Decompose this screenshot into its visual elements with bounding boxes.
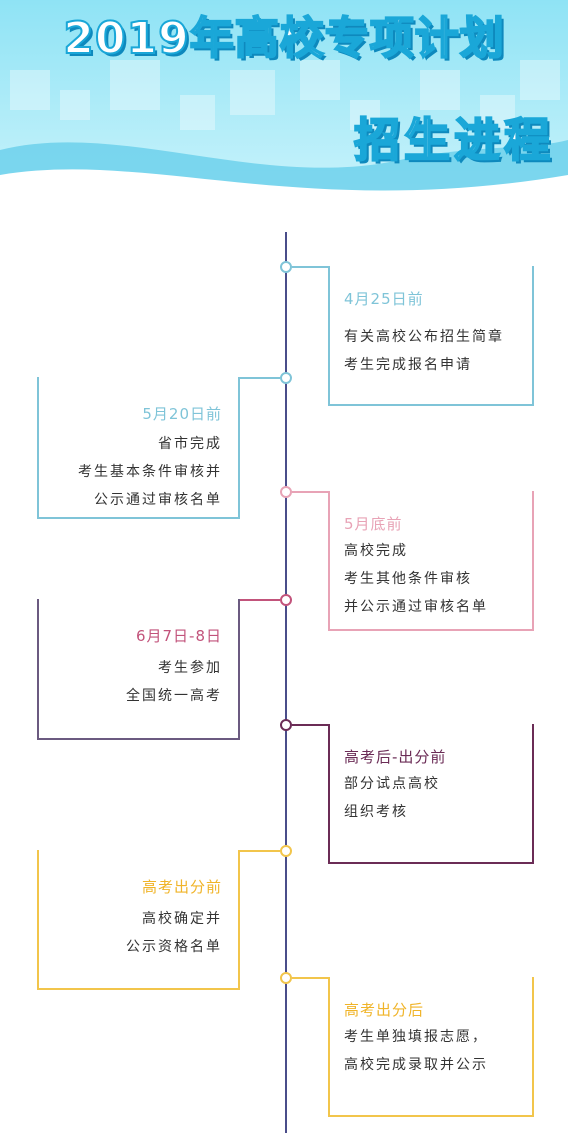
timeline-text: 考生单独填报志愿， xyxy=(344,1029,488,1045)
timeline-card: 6月7日-8日 考生参加 全国统一高考 xyxy=(37,599,240,740)
timeline-card: 5月底前 高校完成 考生其他条件审核 并公示通过审核名单 xyxy=(328,491,534,631)
timeline-node xyxy=(280,372,292,384)
timeline-text: 全国统一高考 xyxy=(126,688,222,704)
header-banner: 2019年高校专项计划 招生进程 xyxy=(0,0,568,230)
timeline-text: 考生其他条件审核 xyxy=(344,571,472,587)
timeline-date: 4月25日前 xyxy=(344,290,424,308)
page-subtitle: 招生进程 xyxy=(353,112,554,168)
timeline-node xyxy=(280,845,292,857)
timeline-date: 5月底前 xyxy=(344,515,403,533)
timeline-text: 有关高校公布招生简章 xyxy=(344,329,504,345)
timeline-text: 高校完成 xyxy=(344,543,408,559)
timeline-node xyxy=(280,594,292,606)
timeline-text: 并公示通过审核名单 xyxy=(344,599,488,615)
timeline-text: 考生完成报名申请 xyxy=(344,357,472,373)
timeline-card: 高考出分前 高校确定并 公示资格名单 xyxy=(37,850,240,990)
timeline-text: 考生参加 xyxy=(158,660,222,676)
timeline-text: 部分试点高校 xyxy=(344,776,440,792)
timeline-card: 5月20日前 省市完成 考生基本条件审核并 公示通过审核名单 xyxy=(37,377,240,519)
timeline-card: 4月25日前 有关高校公布招生简章 考生完成报名申请 xyxy=(328,266,534,406)
timeline-date: 高考出分后 xyxy=(344,1001,425,1019)
timeline-text: 省市完成 xyxy=(158,436,222,452)
timeline-text: 高校确定并 xyxy=(142,911,222,927)
timeline-date: 5月20日前 xyxy=(142,405,222,423)
timeline-node xyxy=(280,972,292,984)
timeline-axis xyxy=(285,232,287,1133)
page-title: 2019年高校专项计划 xyxy=(62,12,505,65)
timeline-text: 组织考核 xyxy=(344,804,408,820)
timeline-text: 考生基本条件审核并 xyxy=(78,464,222,480)
timeline-text: 高校完成录取并公示 xyxy=(344,1057,488,1073)
timeline-card: 高考后-出分前 部分试点高校 组织考核 xyxy=(328,724,534,864)
timeline-date: 高考后-出分前 xyxy=(344,748,447,766)
timeline-text: 公示通过审核名单 xyxy=(94,492,222,508)
timeline-card: 高考出分后 考生单独填报志愿， 高校完成录取并公示 xyxy=(328,977,534,1117)
timeline-node xyxy=(280,486,292,498)
timeline-text: 公示资格名单 xyxy=(126,939,222,955)
timeline-date: 6月7日-8日 xyxy=(135,627,222,645)
timeline-node xyxy=(280,261,292,273)
timeline-date: 高考出分前 xyxy=(141,878,222,896)
timeline-node xyxy=(280,719,292,731)
header-background xyxy=(0,0,568,230)
